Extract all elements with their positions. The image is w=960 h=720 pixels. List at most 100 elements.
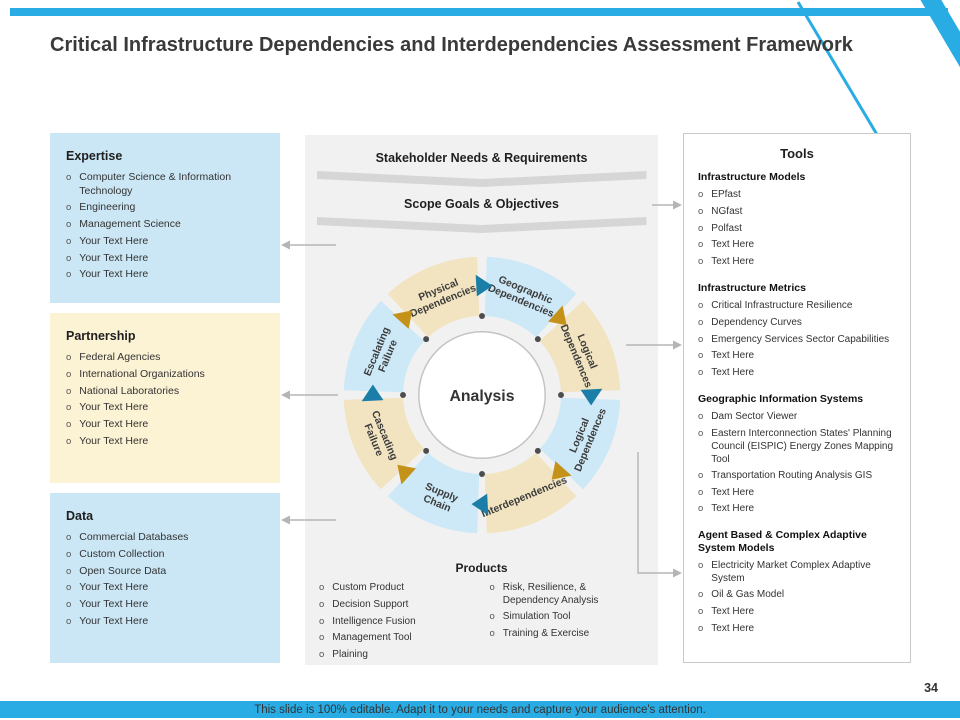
list-item: Your Text Here <box>66 435 264 449</box>
list-item-text: Management Science <box>79 218 181 231</box>
list-item-text: Dependency Curves <box>711 316 802 328</box>
data-heading: Data <box>66 509 94 523</box>
list-item-text: Training & Exercise <box>502 627 590 639</box>
list-item: Oil & Gas Model <box>698 588 896 602</box>
ring-node-dot <box>399 392 406 398</box>
ring-node-dot <box>534 336 541 343</box>
section-heading: Agent Based & Complex Adaptive System Mo… <box>698 529 867 555</box>
list-item-text: Your Text Here <box>79 581 149 594</box>
expertise-box: Expertise Computer Science & Information… <box>50 133 280 303</box>
list-item: Emergency Services Sector Capabilities <box>698 333 896 347</box>
list-item: Electricity Market Complex Adaptive Syst… <box>698 559 896 585</box>
list-item: International Organizations <box>66 368 264 382</box>
list-item-text: National Laboratories <box>79 384 180 397</box>
list-item-text: Critical Infrastructure Resilience <box>711 300 853 312</box>
center-panel: Stakeholder Needs & Requirements Scope G… <box>305 135 658 665</box>
list-item-text: Text Here <box>711 367 755 379</box>
arrowhead-left-icon <box>281 515 290 525</box>
list-item-text: Your Text Here <box>79 598 149 611</box>
list-item-text: Text Here <box>711 256 755 268</box>
list-item: Custom Collection <box>66 548 264 562</box>
list-item: Your Text Here <box>66 252 264 266</box>
list-item-text: Risk, Resilience, & Dependency Analysis <box>502 582 599 606</box>
list-item-text: Management Tool <box>332 632 412 644</box>
list-item: Your Text Here <box>66 598 264 612</box>
list-item-text: Your Text Here <box>79 234 149 247</box>
footer-text: This slide is 100% editable. Adapt it to… <box>254 703 706 716</box>
ring-arrow-icon <box>547 305 567 326</box>
partnership-list: Federal AgenciesInternational Organizati… <box>66 351 264 449</box>
products-columns: Custom ProductDecision SupportIntelligen… <box>319 581 644 665</box>
list-item: Your Text Here <box>66 418 264 432</box>
products-section: Products Custom ProductDecision SupportI… <box>305 561 658 665</box>
list-item-text: Your Text Here <box>79 251 149 264</box>
ring-arrow-icon <box>580 388 602 406</box>
list-item-text: NGfast <box>711 205 743 217</box>
list-item-text: Polfast <box>711 222 742 234</box>
list-item: Your Text Here <box>66 235 264 249</box>
ring-segments: GeographicDependenciesLogicalDependences… <box>343 256 620 534</box>
list-item: Text Here <box>698 349 896 363</box>
list-item: Text Here <box>698 366 896 380</box>
corner-decoration <box>796 0 960 149</box>
list-item-text: Text Here <box>711 503 755 515</box>
arrowhead-left-icon <box>281 390 290 400</box>
list-item: National Laboratories <box>66 385 264 399</box>
tools-heading: Tools <box>780 146 814 161</box>
list-item: Commercial Databases <box>66 531 264 545</box>
list-item: Dam Sector Viewer <box>698 410 896 424</box>
ring-node-dot <box>534 447 541 454</box>
section-heading: Infrastructure Metrics <box>698 281 806 294</box>
expertise-list: Computer Science & Information Technolog… <box>66 171 264 282</box>
page-number: 34 <box>924 681 938 695</box>
list-item-text: Your Text Here <box>79 418 149 431</box>
list-item: Your Text Here <box>66 581 264 595</box>
ring-node-dot <box>478 313 485 319</box>
list-item: Management Tool <box>319 631 474 645</box>
list-item-text: Open Source Data <box>79 564 167 577</box>
list-item-text: Simulation Tool <box>502 611 571 622</box>
list-item-text: Decision Support <box>332 598 409 610</box>
stakeholder-needs-heading: Stakeholder Needs & Requirements <box>375 151 588 165</box>
list-item: Simulation Tool <box>490 610 645 624</box>
list-item-text: Commercial Databases <box>79 531 189 543</box>
list-item-text: Oil & Gas Model <box>711 589 785 601</box>
list-item-text: Custom Product <box>332 582 404 593</box>
list-item: Custom Product <box>319 581 474 595</box>
section-heading: Geographic Information Systems <box>698 392 864 405</box>
ring-arrow-icon <box>551 461 572 480</box>
expertise-heading: Expertise <box>66 149 123 163</box>
list-item: Text Here <box>698 605 896 619</box>
arrowhead-left-icon <box>281 240 290 250</box>
list-item-text: Text Here <box>711 239 755 251</box>
ring-node-dot <box>422 447 429 454</box>
list-item-text: Emergency Services Sector Capabilities <box>711 333 890 345</box>
slide-title: Critical Infrastructure Dependencies and… <box>50 34 853 56</box>
products-list-1: Custom ProductDecision SupportIntelligen… <box>319 581 474 665</box>
list-item: Transportation Routing Analysis GIS <box>698 469 896 483</box>
arrowhead-right-icon <box>673 200 682 210</box>
dependency-ring-diagram: GeographicDependenciesLogicalDependences… <box>343 256 620 534</box>
arrowhead-right-icon <box>673 340 682 350</box>
list-item-text: Intelligence Fusion <box>332 615 416 627</box>
tools-section-agent-models: Agent Based & Complex Adaptive System Mo… <box>698 529 896 636</box>
list-item: NGfast <box>698 205 896 219</box>
list-item: Open Source Data <box>66 565 264 579</box>
ring-arrow-icon <box>470 493 488 516</box>
list-item-text: Text Here <box>711 622 755 634</box>
list-item: Plaining <box>319 648 474 662</box>
list-item-text: Federal Agencies <box>79 351 161 363</box>
tools-section-infrastructure-models: Infrastructure Models EPfastNGfastPolfas… <box>698 171 896 269</box>
list-item: Dependency Curves <box>698 316 896 330</box>
partnership-box: Partnership Federal AgenciesInternationa… <box>50 313 280 483</box>
section-list: EPfastNGfastPolfastText HereText Here <box>698 188 896 269</box>
ring-arrow-icon <box>391 310 412 329</box>
list-item: Risk, Resilience, & Dependency Analysis <box>490 581 645 607</box>
ring-node-dot <box>422 336 429 343</box>
list-item-text: Plaining <box>332 649 368 661</box>
ring-arrow-icon <box>475 274 493 297</box>
list-item: Text Here <box>698 486 896 500</box>
list-item-text: Your Text Here <box>79 401 149 414</box>
tools-section-gis: Geographic Information Systems Dam Secto… <box>698 393 896 516</box>
